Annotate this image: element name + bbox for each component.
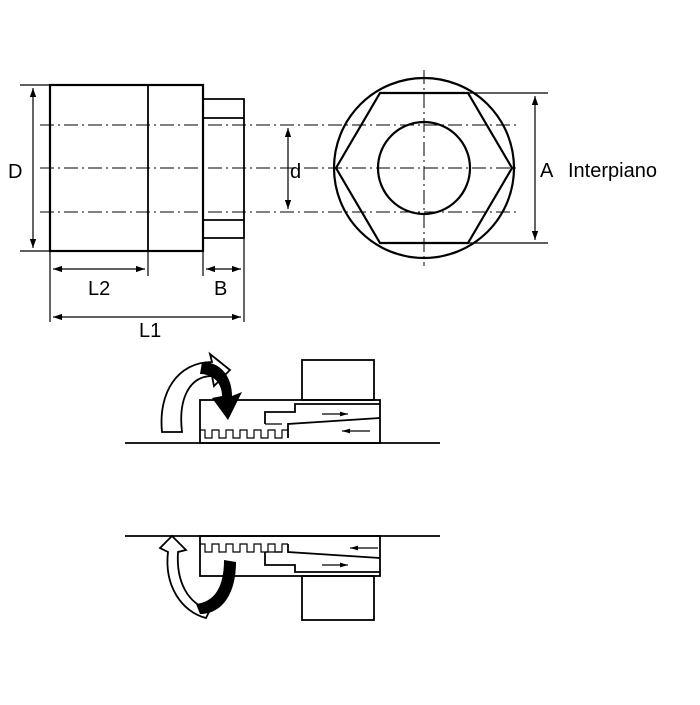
nut-block-top <box>301 359 375 401</box>
rotate-arrow-top-head <box>200 362 242 420</box>
side-view <box>40 83 520 253</box>
label-L1: L1 <box>139 320 161 342</box>
wedge-bottom <box>264 544 381 573</box>
mount-diagram-bottom <box>125 534 440 621</box>
teeth-top <box>200 429 288 439</box>
dimension-A: A Interpiano <box>468 92 657 244</box>
label-D: D <box>8 161 22 183</box>
dimension-D: D <box>8 84 50 252</box>
wedge-top <box>264 403 381 438</box>
hexagon <box>334 91 514 245</box>
rotate-arrow-top-outline <box>160 351 232 433</box>
mount-diagram-top <box>125 351 440 444</box>
bore-outline <box>202 117 244 221</box>
rail-bottom <box>199 535 381 577</box>
dimension-d: d <box>284 128 301 209</box>
label-d: d <box>290 161 301 183</box>
label-A: A <box>540 160 554 182</box>
rotate-arrow-bottom-head <box>196 560 236 614</box>
front-view <box>332 70 516 266</box>
dimension-lengths: L2 B L1 <box>49 238 245 342</box>
label-interpiano: Interpiano <box>568 160 657 182</box>
label-B: B <box>214 278 227 300</box>
nut-block-bottom <box>301 575 375 621</box>
teeth-bottom <box>200 543 288 553</box>
label-L2: L2 <box>88 278 110 300</box>
rail-top <box>199 399 381 444</box>
